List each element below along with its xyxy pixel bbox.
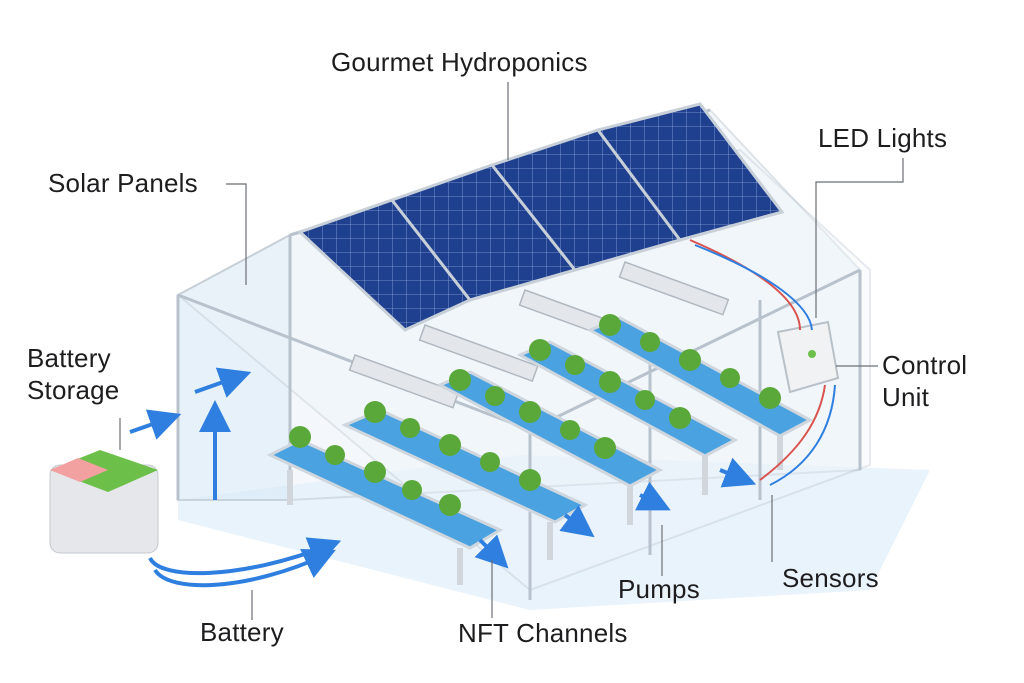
label-battery-storage-line2: Storage bbox=[27, 375, 119, 407]
label-pumps: Pumps bbox=[618, 574, 700, 606]
label-nft-channels: NFT Channels bbox=[458, 618, 628, 650]
diagram-title: Gourmet Hydroponics bbox=[331, 47, 588, 79]
label-control-unit-line2: Unit bbox=[882, 382, 967, 414]
battery-storage-unit bbox=[50, 450, 158, 553]
label-sensors: Sensors bbox=[782, 563, 879, 595]
label-control-unit-line1: Control bbox=[882, 350, 967, 382]
control-unit bbox=[778, 322, 838, 392]
label-control-unit: Control Unit bbox=[882, 350, 967, 413]
label-battery-storage-line1: Battery bbox=[27, 343, 119, 375]
label-led-lights: LED Lights bbox=[818, 123, 947, 155]
label-solar-panels: Solar Panels bbox=[48, 168, 198, 200]
label-battery: Battery bbox=[200, 617, 284, 649]
label-battery-storage: Battery Storage bbox=[27, 343, 119, 406]
